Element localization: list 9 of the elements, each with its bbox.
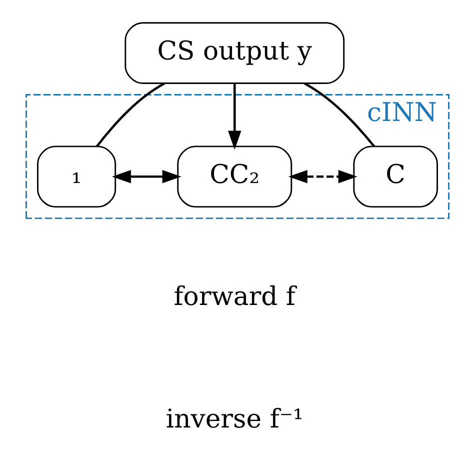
node-box: CC₂ [176, 146, 292, 208]
legend-label: inverse f⁻¹ [165, 404, 303, 434]
node-box: C [352, 146, 438, 208]
legend-label: forward f [173, 282, 296, 312]
node-box: CS output y [124, 22, 344, 84]
arrow [288, 170, 357, 184]
node-box: ₁ [36, 146, 116, 208]
arrow [111, 170, 181, 184]
arrow [227, 84, 241, 150]
